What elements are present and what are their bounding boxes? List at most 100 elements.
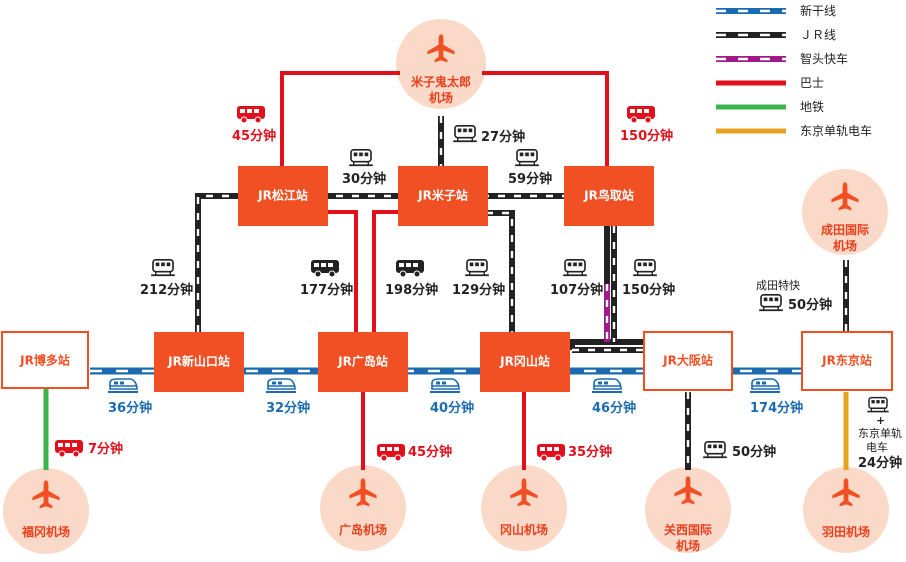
station-yonago-label: JR米子站 [417,188,468,203]
shinkansen-icon [266,378,296,393]
time-yonago-tottori: 59分钟 [508,171,552,187]
kansai-airport-label-2: 机场 [676,538,700,553]
fukuoka-airport-circle [3,468,89,554]
bus-icon [376,443,406,462]
bus-tottori-airport [482,71,609,166]
train-icon [150,258,176,277]
time-hiroshima-bus: 45分钟 [408,444,452,460]
kansai-airport-circle [645,467,731,553]
time-shinyamaguchi-matsue: 212分钟 [140,282,193,298]
time-hakata-shinyamaguchi: 36分钟 [108,400,152,416]
shinkansen-icon [430,378,460,393]
hiroshima-airport-circle [320,465,406,551]
okayama-airport-circle [481,465,567,551]
station-yonago-box[interactable] [398,166,488,226]
time-narita-express: 50分钟 [788,297,832,313]
haneda-monorail-label-1: 东京单轨 [858,426,902,440]
legend-monorail-label: 东京单轨电车 [800,123,872,138]
bus-times-black: 177分钟 198分钟 [300,259,438,298]
bus-icon [626,105,656,124]
time-hiroshima-matsue-bus: 177分钟 [300,282,353,298]
train-icon [632,258,658,277]
time-okayama-yonago: 129分钟 [452,282,505,298]
shinkansen-icon [592,378,622,393]
time-okayama-bus: 35分钟 [568,444,612,460]
haneda-airport[interactable]: 羽田机场 [822,478,870,539]
station-hiroshima-box[interactable] [318,332,408,392]
time-osaka-tokyo: 174分钟 [750,400,803,416]
train-icon [452,124,478,143]
bus-icon [536,443,566,462]
station-hiroshima-label: JR广岛站 [337,354,388,369]
narita-airport-label-1: 成田国际 [821,222,869,237]
station-okayama-box[interactable] [480,332,570,392]
station-matsue-box[interactable] [238,166,328,226]
okayama-airport-label: 冈山机场 [500,522,548,537]
station-shinyamaguchi-box[interactable] [154,332,244,392]
legend-chizu-label: 智头快车 [800,51,848,66]
bus-icon [310,259,340,278]
kansai-airport-label-1: 关西国际 [664,522,712,537]
time-matsue-bus: 45分钟 [232,128,276,144]
legend-jr-label: ＪＲ线 [800,28,836,42]
bus-icon [395,259,425,278]
time-hiroshima-yonago-bus: 198分钟 [385,282,438,298]
station-osaka-label: JR大阪站 [662,353,713,368]
okayama-airport[interactable]: 冈山机场 [500,478,548,537]
station-okayama-label: JR冈山站 [499,354,550,369]
yonago-airport-label-2: 机场 [429,90,453,105]
time-okayama-osaka: 46分钟 [592,400,636,416]
shinkansen-icon [108,378,138,393]
time-tottori-osaka-jr: 150分钟 [622,282,675,298]
haneda-airport-label: 羽田机场 [822,524,870,539]
narita-airport[interactable]: 成田国际 机场 [821,182,869,253]
airport-circles [3,19,889,554]
train-icon [464,258,490,277]
station-osaka-box[interactable] [643,331,733,391]
station-matsue-label: JR松江站 [257,188,308,203]
station-hakata-label: JR博多站 [19,353,70,368]
legend-subway-label: 地铁 [800,100,824,114]
bus-matsue-airport [280,71,400,166]
shinkansen-icon [750,378,780,393]
train-icon [866,396,890,413]
time-matsue-yonago: 30分钟 [342,171,386,187]
shinkansen-times: 36分钟 32分钟 40分钟 46分钟 174分钟 [108,378,803,416]
legend-shinkansen-label: 新干线 [800,3,836,18]
train-icon [514,148,540,167]
yonago-airport[interactable]: 米子鬼太郎 机场 [411,34,471,105]
jr-lines [195,116,849,470]
haneda-plus-sign: + [876,414,885,427]
airports: 米子鬼太郎 机场 成田国际 机场 福冈机场 广岛机场 冈山机场 关西国际 机场 … [21,34,870,553]
narita-express-name: 成田特快 [756,278,800,292]
station-tottori-label: JR鸟取站 [583,188,634,203]
time-hiroshima-okayama: 40分钟 [430,400,474,416]
kansai-airport[interactable]: 关西国际 机场 [664,476,712,553]
hiroshima-airport[interactable]: 广岛机场 [339,478,387,537]
train-icon [348,148,374,167]
train-icon [562,258,588,277]
jr-times: 27分钟 30分钟 59分钟 212分钟 129分钟 107分钟 150分钟 5… [140,124,902,471]
hiroshima-airport-label: 广岛机场 [339,522,387,537]
station-tokyo-label: JR东京站 [821,353,872,368]
stations: JR博多站 JR新山口站 JR广岛站 JR冈山站 JR大阪站 JR东京站 JR松… [1,166,893,392]
bus-times: 45分钟 150分钟 45分钟 35分钟 7分钟 [54,105,673,462]
yonago-airport-label-1: 米子鬼太郎 [411,74,471,89]
yonago-airport-circle [396,19,486,109]
time-fukuoka-subway: 7分钟 [88,441,123,457]
station-hakata-box[interactable] [1,331,89,389]
narita-airport-circle [802,169,888,255]
station-tottori-box[interactable] [564,166,654,226]
time-yonago-airport-jr: 27分钟 [481,129,525,145]
time-shinyamaguchi-hiroshima: 32分钟 [266,400,310,416]
fukuoka-airport[interactable]: 福冈机场 [21,480,70,539]
fukuoka-airport-label: 福冈机场 [21,524,70,539]
time-tottori-bus: 150分钟 [620,128,673,144]
train-icon [758,293,784,312]
narita-airport-label-2: 机场 [833,238,857,253]
station-tokyo-box[interactable] [801,331,893,391]
time-tottori-osaka-chizu: 107分钟 [550,282,603,298]
station-shinyamaguchi-label: JR新山口站 [167,354,230,369]
